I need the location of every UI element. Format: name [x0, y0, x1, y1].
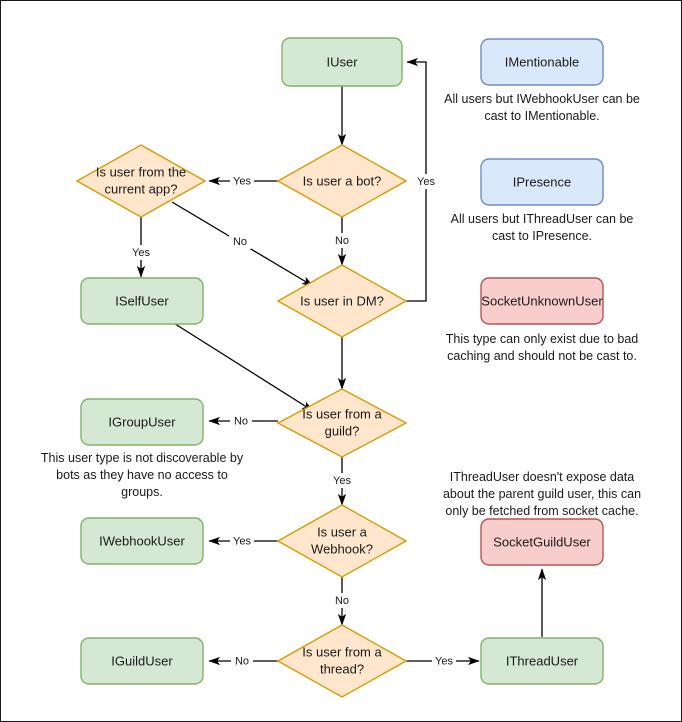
node-is-dm-label: Is user in DM?: [300, 293, 384, 308]
note-imentionable-line2: cast to IMentionable.: [484, 109, 599, 123]
node-is-current-app[interactable]: Is user from the current app?: [75, 144, 207, 218]
edge-label-is-thread-no: No: [235, 655, 249, 667]
edge-label-is-thread-yes: Yes: [435, 655, 453, 667]
node-is-guild[interactable]: Is user from a guild?: [276, 388, 408, 458]
node-is-webhook-label-line1: Is user a: [317, 524, 368, 539]
edge-iselfuser-to-is-guild: [171, 321, 314, 412]
node-is-webhook[interactable]: Is user a Webhook?: [276, 504, 408, 578]
node-iuser-label: IUser: [326, 54, 358, 69]
node-socketunknownuser-shape[interactable]: [480, 277, 604, 325]
node-ithreaduser-label: IThreadUser: [506, 653, 579, 668]
note-ipresence: All users but IThreadUser can be cast to…: [451, 212, 634, 243]
note-socketguilduser-line1: IThreadUser doesn't expose data: [450, 470, 634, 484]
node-socketunknownuser-label: SocketUnknownUser: [481, 293, 603, 308]
node-is-bot[interactable]: Is user a bot?: [276, 144, 408, 218]
note-imentionable-line1: All users but IWebhookUser can be: [444, 92, 640, 106]
node-is-bot-shape[interactable]: [276, 144, 408, 218]
node-iselfuser-shape[interactable]: [80, 277, 204, 325]
node-imentionable-shape[interactable]: [480, 38, 604, 86]
node-is-current-app-label-line2: current app?: [105, 181, 178, 196]
node-iwebhookuser-label: IWebhookUser: [99, 533, 185, 548]
node-iguilduser[interactable]: IGuildUser: [80, 637, 204, 685]
node-iuser[interactable]: IUser: [281, 37, 403, 87]
node-ithreaduser-shape[interactable]: [480, 637, 604, 685]
note-igroupuser-line3: groups.: [121, 485, 163, 499]
node-socketguilduser-shape[interactable]: [480, 518, 604, 566]
node-socketguilduser-label: SocketGuildUser: [493, 534, 591, 549]
edge-labels-layer: Yes No Yes No Yes No Yes Yes No No Yes: [129, 173, 456, 668]
note-imentionable: All users but IWebhookUser can be cast t…: [444, 92, 640, 123]
edge-label-is-current-app-yes: Yes: [132, 247, 150, 259]
node-ithreaduser[interactable]: IThreadUser: [480, 637, 604, 685]
node-iguilduser-shape[interactable]: [80, 637, 204, 685]
edge-label-is-dm-yes: Yes: [417, 176, 435, 188]
edge-label-is-guild-no: No: [234, 415, 248, 427]
edge-label-is-guild-yes: Yes: [333, 475, 351, 487]
node-igroupuser-shape[interactable]: [80, 398, 204, 446]
note-socketguilduser-line2: about the parent guild user, this can: [443, 487, 641, 501]
note-socketunknownuser: This type can only exist due to bad cach…: [446, 332, 639, 363]
edge-label-is-bot-yes: Yes: [233, 175, 251, 187]
node-is-webhook-shape[interactable]: [276, 504, 408, 578]
node-igroupuser-label: IGroupUser: [108, 414, 176, 429]
node-is-bot-label: Is user a bot?: [303, 173, 382, 188]
node-is-current-app-label-line1: Is user from the: [96, 164, 186, 179]
note-igroupuser-line1: This user type is not discoverable by: [41, 451, 244, 465]
note-igroupuser: This user type is not discoverable by bo…: [41, 451, 244, 499]
node-imentionable[interactable]: IMentionable: [480, 38, 604, 86]
note-socketunknownuser-line2: caching and should not be cast to.: [447, 349, 637, 363]
note-igroupuser-line2: bots as they have no access to: [56, 468, 228, 482]
node-iselfuser[interactable]: ISelfUser: [80, 277, 204, 325]
node-igroupuser[interactable]: IGroupUser: [80, 398, 204, 446]
node-iwebhookuser[interactable]: IWebhookUser: [80, 517, 204, 565]
node-is-thread-label-line2: thread?: [320, 661, 364, 676]
node-iselfuser-label: ISelfUser: [115, 293, 169, 308]
node-ipresence[interactable]: IPresence: [480, 158, 604, 206]
edge-label-is-webhook-yes: Yes: [233, 535, 251, 547]
node-ipresence-shape[interactable]: [480, 158, 604, 206]
node-is-guild-shape[interactable]: [276, 388, 408, 458]
node-is-guild-label-line1: Is user from a: [302, 406, 382, 421]
node-ipresence-label: IPresence: [513, 174, 572, 189]
node-is-thread-label-line1: Is user from a: [302, 644, 382, 659]
node-is-thread[interactable]: Is user from a thread?: [276, 624, 408, 698]
note-socketunknownuser-line1: This type can only exist due to bad: [446, 332, 639, 346]
node-socketguilduser[interactable]: SocketGuildUser: [480, 518, 604, 566]
node-is-current-app-shape[interactable]: [75, 144, 207, 218]
node-imentionable-label: IMentionable: [505, 54, 579, 69]
node-iguilduser-label: IGuildUser: [111, 653, 173, 668]
node-iwebhookuser-shape[interactable]: [80, 517, 204, 565]
node-iuser-shape[interactable]: [281, 37, 403, 87]
note-ipresence-line1: All users but IThreadUser can be: [451, 212, 634, 226]
node-is-dm-shape[interactable]: [276, 264, 408, 338]
edge-label-is-current-app-no: No: [233, 236, 247, 248]
node-is-dm[interactable]: Is user in DM?: [276, 264, 408, 338]
note-socketguilduser: IThreadUser doesn't expose data about th…: [443, 470, 641, 518]
edge-label-is-webhook-no: No: [335, 595, 349, 607]
note-ipresence-line2: cast to IPresence.: [492, 229, 592, 243]
node-socketunknownuser[interactable]: SocketUnknownUser: [480, 277, 604, 325]
node-is-webhook-label-line2: Webhook?: [311, 541, 373, 556]
node-is-guild-label-line2: guild?: [325, 423, 360, 438]
node-is-thread-shape[interactable]: [276, 624, 408, 698]
note-socketguilduser-line3: only be fetched from socket cache.: [445, 504, 638, 518]
edge-label-is-bot-no: No: [335, 235, 349, 247]
